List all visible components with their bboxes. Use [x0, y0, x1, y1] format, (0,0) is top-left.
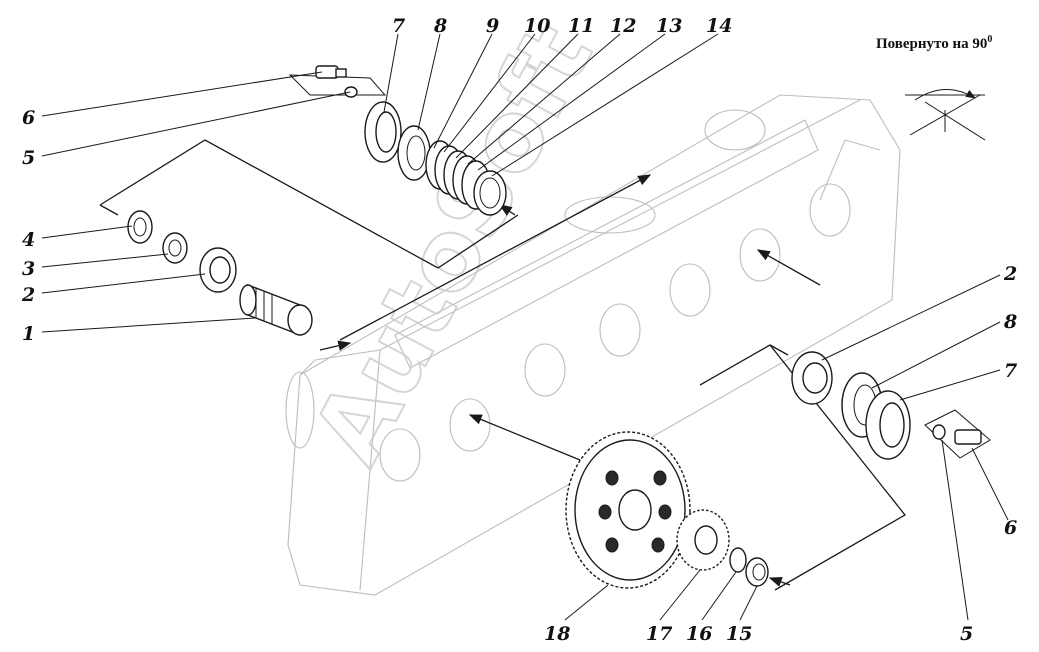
small-gear-17: [676, 509, 730, 571]
cover-7-right: [865, 390, 911, 460]
watermark: AutoSoft: [291, 7, 614, 481]
callout-3: 3: [22, 258, 35, 280]
callout-16: 16: [686, 623, 712, 645]
callout-leaders: [41, 33, 1009, 621]
callout-15: 15: [726, 623, 752, 645]
callout-14: 14: [706, 15, 732, 37]
callout-6-top: 6: [22, 107, 35, 129]
bearing-2-left: [199, 247, 237, 293]
callout-13: 13: [656, 15, 682, 37]
bolt-with-washer-right: [924, 409, 991, 459]
snap-ring-16: [729, 547, 747, 573]
large-gear-18: [565, 431, 691, 589]
callout-17: 17: [646, 623, 672, 645]
callout-7-top: 7: [392, 15, 405, 37]
callout-5-top: 5: [22, 147, 35, 169]
rotation-symbol: [905, 89, 986, 141]
callout-5-right: 5: [960, 623, 973, 645]
callout-4: 4: [22, 229, 35, 251]
callout-10: 10: [524, 15, 550, 37]
bearing-2-right: [791, 351, 833, 405]
bolt-with-washer-top: [288, 65, 387, 98]
callout-9: 9: [486, 15, 499, 37]
gearbox-housing: [285, 94, 901, 596]
callout-7-right: 7: [1004, 360, 1017, 382]
lock-washer-3: [162, 232, 188, 264]
bushing-15: [745, 557, 769, 587]
shaft-1: [239, 283, 313, 337]
gasket-8-top: [397, 125, 431, 181]
callout-8-right: 8: [1003, 311, 1017, 333]
spring-rings-9-14: [425, 140, 507, 216]
callout-11: 11: [568, 15, 594, 37]
cover-7-top: [364, 101, 402, 163]
assembly-leaders: [99, 139, 906, 591]
callout-8-top: 8: [433, 15, 447, 37]
callout-2-right: 2: [1003, 263, 1017, 285]
callout-2-left: 2: [21, 284, 35, 306]
callout-numbers: 6 5 4 3 2 1 7 8 9 10 11 12 13 14 2 8 7 6…: [21, 15, 1017, 645]
rotation-note: Повернуто на 900: [876, 34, 992, 52]
callout-18: 18: [544, 623, 570, 645]
callout-6-right: 6: [1004, 517, 1017, 539]
nut-4: [127, 210, 153, 244]
callout-1: 1: [22, 323, 35, 345]
callout-12: 12: [610, 15, 636, 37]
